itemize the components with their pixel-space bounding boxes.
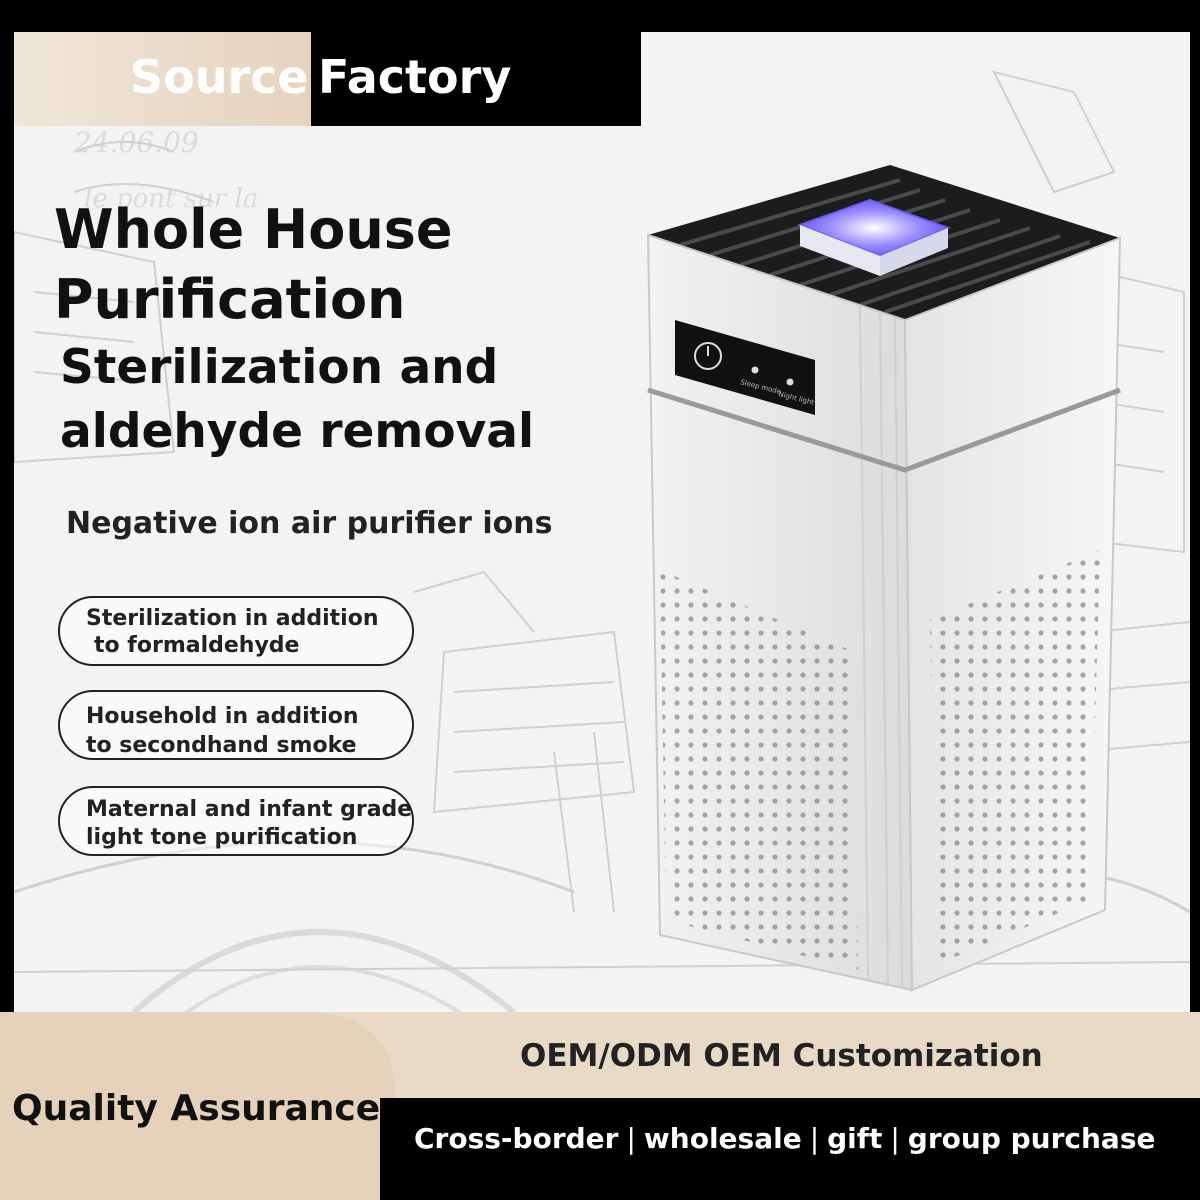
bottom-black-bar <box>380 1098 1200 1200</box>
quality-assurance-text: Quality Assurance <box>12 1088 381 1129</box>
indicator-dot-1 <box>751 366 759 374</box>
tagline-item-wholesale: wholesale <box>643 1122 802 1155</box>
feature-pill-3-line-1: Maternal and infant grade <box>86 797 413 822</box>
headline-line-3: Sterilization and <box>60 340 499 395</box>
headline-line-2: Purification <box>54 268 406 331</box>
svg-text:le pont sur la: le pont sur la <box>84 184 258 214</box>
banner-factory-text: Factory <box>318 50 512 104</box>
subtitle: Negative ion air purifier ions <box>66 506 553 541</box>
headline-line-1: Whole House <box>54 198 453 261</box>
seam-line <box>647 387 1121 473</box>
headline-line-4: aldehyde removal <box>60 404 535 459</box>
tagline-separator: | <box>890 1122 900 1155</box>
oem-customization-text: OEM/ODM OEM Customization <box>520 1038 1043 1074</box>
tagline: Cross-border|wholesale|gift|group purcha… <box>414 1122 1155 1155</box>
banner-right-block <box>311 32 641 126</box>
tagline-item-gift: gift <box>827 1122 883 1155</box>
tagline-item-group-purchase: group purchase <box>907 1122 1156 1155</box>
power-icon[interactable] <box>694 342 722 370</box>
svg-text:24.06.09: 24.06.09 <box>73 126 199 159</box>
banner-source-text: Source <box>130 50 309 104</box>
feature-pill-2-line-2: to secondhand smoke <box>86 733 357 758</box>
tagline-separator: | <box>809 1122 820 1155</box>
front-vent-holes <box>660 570 858 970</box>
tagline-item-cross-border: Cross-border <box>414 1122 619 1155</box>
air-purifier-image: Sleep mode Night light <box>646 165 1122 992</box>
feature-pill-2-line-1: Household in addition <box>86 704 359 729</box>
feature-pill-1-line-2: to formaldehyde <box>94 633 300 658</box>
feature-pill-3: Maternal and infant grade light tone pur… <box>58 786 414 856</box>
feature-pill-2: Household in addition to secondhand smok… <box>58 690 414 760</box>
side-vent-holes <box>930 550 1100 965</box>
banner-left-block <box>14 32 311 126</box>
tagline-separator: | <box>626 1122 636 1155</box>
feature-pill-3-line-2: light tone purification <box>86 825 358 850</box>
feature-pill-1: Sterilization in addition to formaldehyd… <box>58 596 414 666</box>
indicator-dot-2 <box>786 378 794 386</box>
feature-pill-1-line-1: Sterilization in addition <box>86 606 379 631</box>
